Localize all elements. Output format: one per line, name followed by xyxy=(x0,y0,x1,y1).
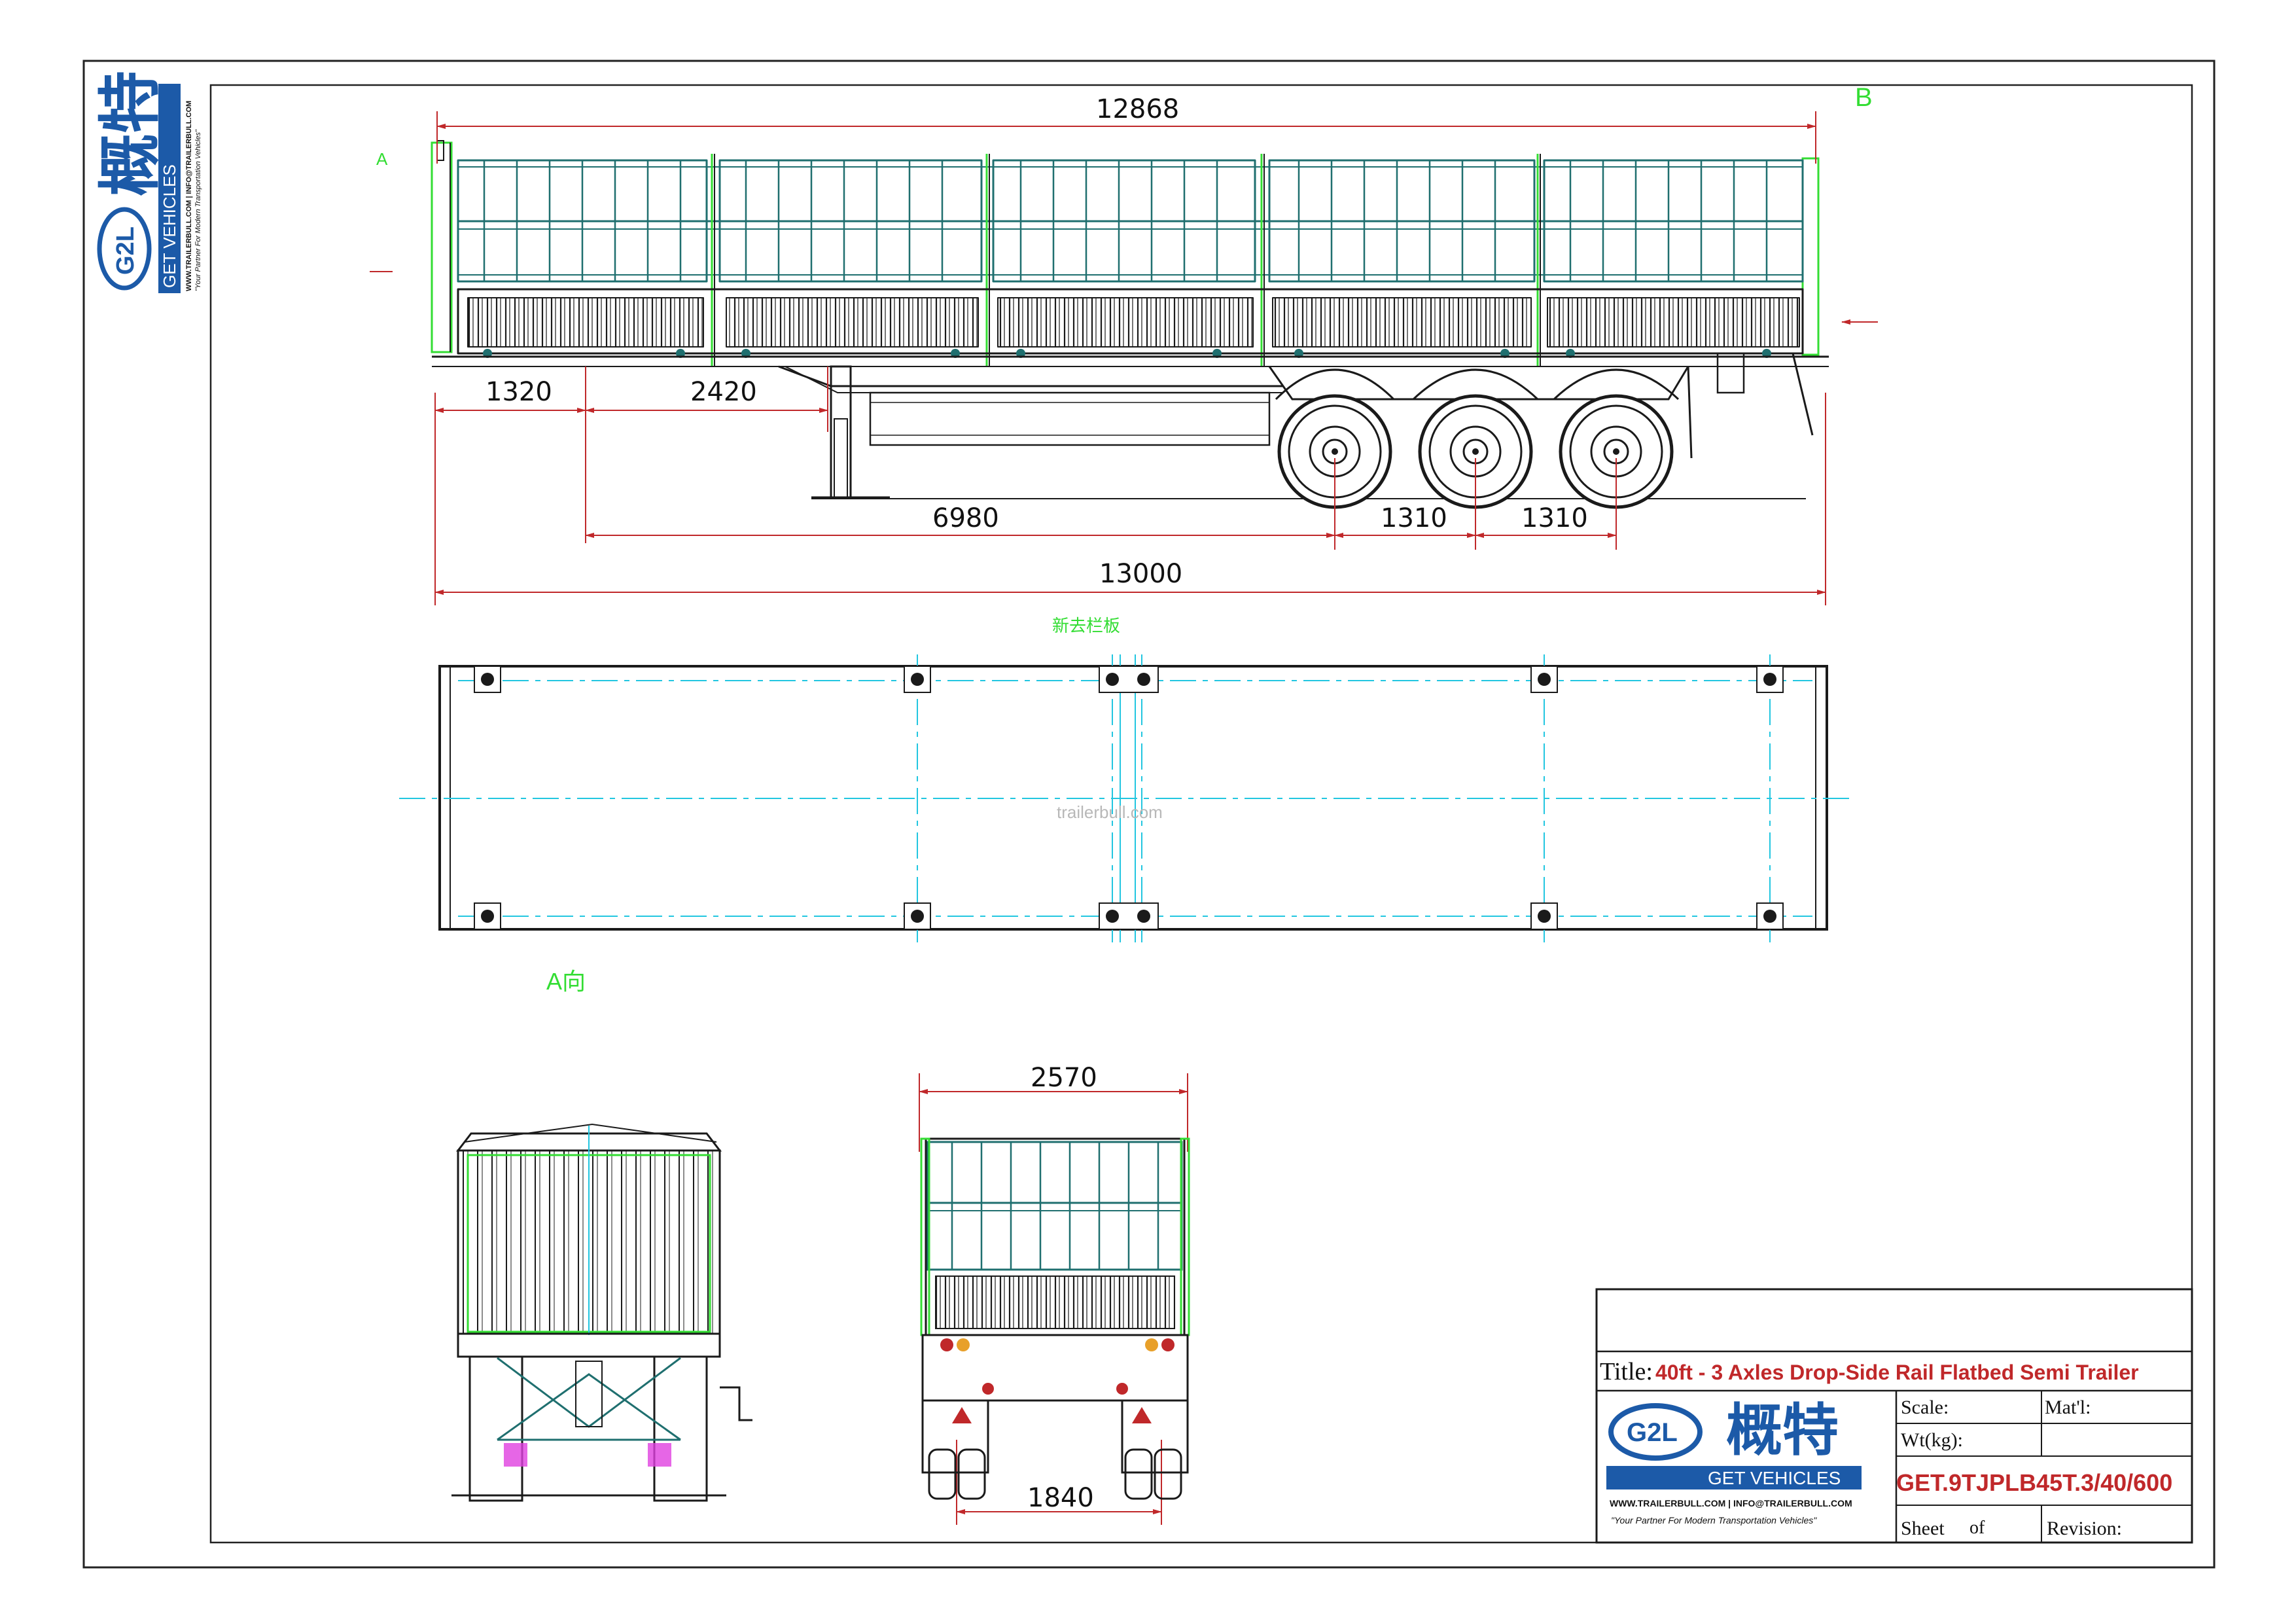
dim-kingpin-to-axle: 6980 xyxy=(932,503,999,533)
title-logo-contact: WWW.TRAILERBULL.COM | INFO@TRAILERBULL.C… xyxy=(1610,1498,1852,1508)
dim-overall-top: 12868 xyxy=(1096,94,1179,124)
title-logo-monogram: G2L xyxy=(1627,1418,1678,1447)
side-logo: 概特 G2L GET VEHICLES WWW.TRAILERBULL.COM … xyxy=(96,71,202,293)
g2l-oval-logo-icon: G2L xyxy=(1608,1403,1703,1461)
dim-axle-spacing-1: 1310 xyxy=(1381,503,1447,533)
dim-overall-length: 13000 xyxy=(1099,559,1182,589)
plan-view: 新去栏板 trailerbul xyxy=(399,616,1852,942)
material-label: Mat'l: xyxy=(2045,1397,2091,1418)
side-logo-brand-en: GET VEHICLES xyxy=(160,164,179,288)
side-logo-monogram: G2L xyxy=(112,226,139,275)
drawing-title: 40ft - 3 Axles Drop-Side Rail Flatbed Se… xyxy=(1655,1361,2139,1384)
outer-border xyxy=(82,60,2216,1569)
side-logo-contact: WWW.TRAILERBULL.COM | INFO@TRAILERBULL.C… xyxy=(185,101,193,291)
title-logo-brand-cn: 概特 xyxy=(1726,1399,1839,1462)
rail-bays xyxy=(457,154,1804,366)
scale-label: Scale: xyxy=(1901,1397,1949,1418)
view-b-marker: B xyxy=(1855,83,1873,112)
view-a-marker: A xyxy=(376,149,388,169)
revision-label: Revision: xyxy=(2047,1518,2122,1539)
watermark: trailerbull.com xyxy=(1057,802,1163,822)
g2l-oval-logo-icon: G2L xyxy=(97,207,152,291)
rear-view-a: A向 xyxy=(451,968,752,1502)
of-label: of xyxy=(1969,1518,1985,1538)
drawing-number: GET.9TJPLB45T.3/40/600 xyxy=(1896,1469,2172,1496)
dim-front-overhang: 1320 xyxy=(486,377,552,407)
side-logo-brand-cn: 概特 xyxy=(96,71,166,196)
title-label: Title: xyxy=(1600,1358,1653,1385)
bolt-hole-icon xyxy=(474,666,1784,930)
sheet-label: Sheet xyxy=(1901,1518,1945,1539)
side-elevation-view: A B xyxy=(370,83,1878,605)
dim-axle-spacing-2: 1310 xyxy=(1521,503,1588,533)
title-logo-slogan: "Your Partner For Modern Transportation … xyxy=(1611,1515,1817,1525)
dim-rear-width: 2570 xyxy=(1031,1063,1097,1093)
rear-view-b: 2570 1840 xyxy=(919,1063,1190,1525)
rear-view-caption: A向 xyxy=(546,968,586,995)
weight-label: Wt(kg): xyxy=(1901,1429,1963,1451)
title-block: Title: 40ft - 3 Axles Drop-Side Rail Fla… xyxy=(1595,1288,2193,1544)
title-logo-brand-en: GET VEHICLES xyxy=(1708,1468,1841,1488)
inner-border xyxy=(209,84,2193,1544)
plan-view-caption: 新去栏板 xyxy=(1052,616,1120,635)
side-logo-slogan: "Your Partner For Modern Transportation … xyxy=(194,129,202,291)
dim-kingpin-offset: 2420 xyxy=(690,377,757,407)
wheel-icon xyxy=(1277,394,1392,509)
dim-track-width: 1840 xyxy=(1027,1483,1094,1513)
